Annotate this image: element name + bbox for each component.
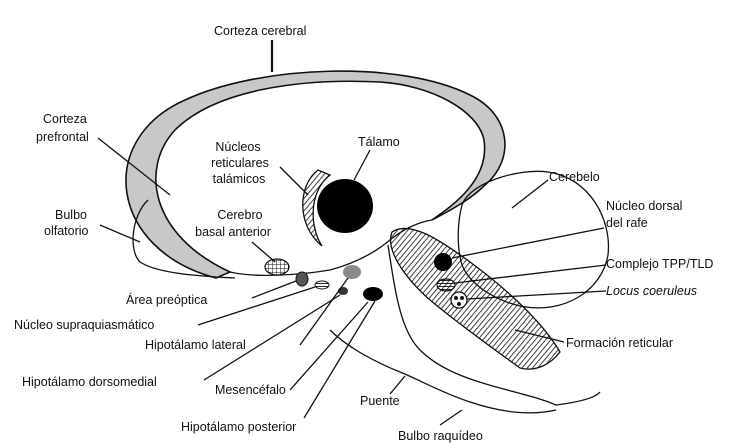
suprachiasmatic-nucleus	[315, 281, 329, 289]
posterior-hypothalamus	[363, 287, 383, 301]
label-bulbo-raquideo: Bulbo raquídeo	[398, 429, 483, 443]
label-cerebro-basal-anterior: Cerebro	[217, 208, 262, 222]
label-corteza-prefrontal: Corteza	[43, 112, 87, 126]
label-talamo: Tálamo	[358, 135, 400, 149]
label-corteza-prefrontal: prefrontal	[36, 130, 89, 144]
locus-coeruleus-dot	[457, 302, 461, 306]
label-formacion-reticular: Formación reticular	[566, 336, 673, 350]
locus-coeruleus-dot	[460, 296, 464, 300]
label-complejo-tpp-tld: Complejo TPP/TLD	[606, 257, 713, 271]
label-bulbo-olfatorio: Bulbo	[55, 208, 87, 222]
label-locus-coeruleus: Locus coeruleus	[606, 284, 697, 298]
dorsal-raphe-nucleus	[434, 253, 452, 271]
label-hipotalamo-dorsomedial: Hipotálamo dorsomedial	[22, 375, 157, 389]
label-nucleos-reticulares: reticulares	[211, 156, 269, 170]
label-nucleos-reticulares: talámicos	[213, 172, 266, 186]
label-area-preoptica: Área preóptica	[126, 292, 207, 307]
lateral-hypothalamus	[343, 265, 361, 279]
label-nucleo-supraquiasmatico: Núcleo supraquiasmático	[14, 318, 154, 332]
locus-coeruleus-dot	[454, 296, 458, 300]
label-bulbo-olfatorio: olfatorio	[44, 224, 89, 238]
ppt-ldt-complex	[437, 279, 455, 291]
thalamus	[317, 179, 373, 233]
basal-forebrain	[265, 259, 289, 275]
label-cerebro-basal-anterior: basal anterior	[195, 225, 271, 239]
label-cerebelo: Cerebelo	[549, 170, 600, 184]
preoptic-area	[296, 272, 308, 286]
dorsomedial-hypothalamus	[338, 287, 348, 295]
label-mesencefalo: Mesencéfalo	[215, 383, 286, 397]
label-puente: Puente	[360, 394, 400, 408]
label-nucleo-dorsal-rafe: del rafe	[606, 216, 648, 230]
label-nucleos-reticulares: Núcleos	[215, 140, 260, 154]
label-nucleo-dorsal-rafe: Núcleo dorsal	[606, 199, 682, 213]
label-hipotalamo-posterior: Hipotálamo posterior	[181, 420, 296, 434]
label-corteza-cerebral: Corteza cerebral	[214, 24, 306, 38]
label-hipotalamo-lateral: Hipotálamo lateral	[145, 338, 246, 352]
